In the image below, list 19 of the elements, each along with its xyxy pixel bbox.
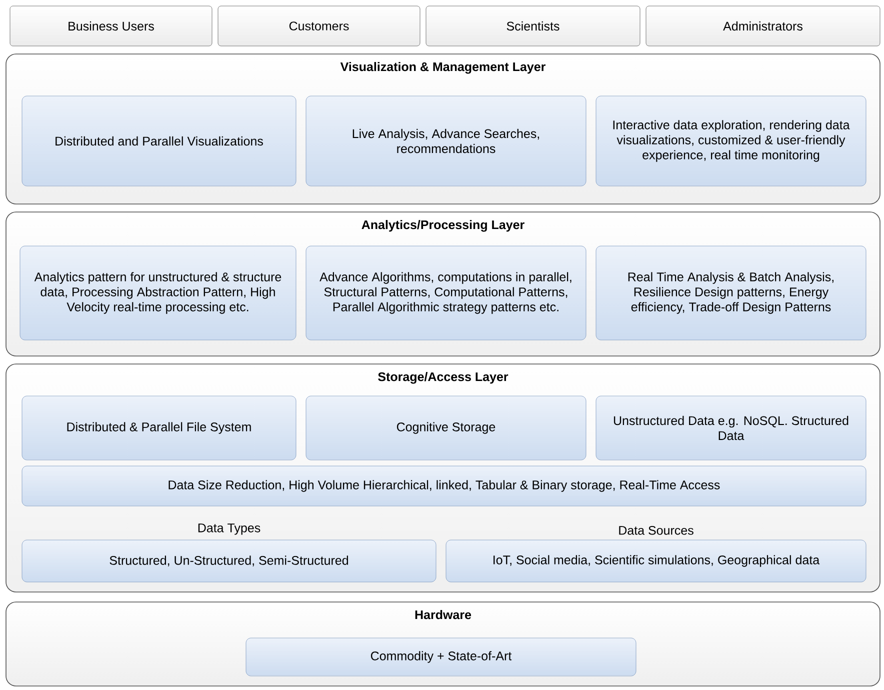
user-box: Administrators — [646, 6, 880, 46]
group-heading: Data Types — [198, 524, 260, 535]
group-heading: Data Sources — [619, 526, 694, 535]
user-box: Business Users — [10, 6, 212, 46]
component-box: Live Analysis, Advance Searches, recommendations — [306, 96, 586, 186]
component-box: Unstructured Data e.g. NoSQL. Structured Data — [596, 396, 866, 460]
component-box: Real Time Analysis & Batch Analysis, Resilience Design patterns, Energy efficiency, Trade-off Design Patterns — [596, 246, 866, 340]
component-box: Data Size Reduction, High Volume Hierarchical, linked, Tabular & Binary storage, Real-Time Access — [22, 466, 866, 506]
component-box: Interactive data exploration, rendering data visualizations, customized & user-friendly experience, real time monitoring — [596, 96, 866, 186]
component-box: Structured, Un-Structured, Semi-Structured — [22, 540, 436, 582]
component-box: Commodity + State-of-Art — [246, 638, 636, 676]
component-box: Distributed & Parallel File System — [22, 396, 296, 460]
component-box: Analytics pattern for unstructured & structure data, Processing Abstraction Pattern, High Velocity real-time processing etc. — [20, 246, 296, 340]
component-box: Cognitive Storage — [306, 396, 586, 460]
user-box: Customers — [218, 6, 420, 46]
user-box: Scientists — [426, 6, 640, 46]
component-box: Advance Algorithms, computations in parallel, Structural Patterns, Computational Patterns, Parallel Algorithmic strategy patterns etc. — [306, 246, 586, 340]
component-box: Distributed and Parallel Visualizations — [22, 96, 296, 186]
component-box: IoT, Social media, Scientific simulations, Geographical data — [446, 540, 866, 582]
